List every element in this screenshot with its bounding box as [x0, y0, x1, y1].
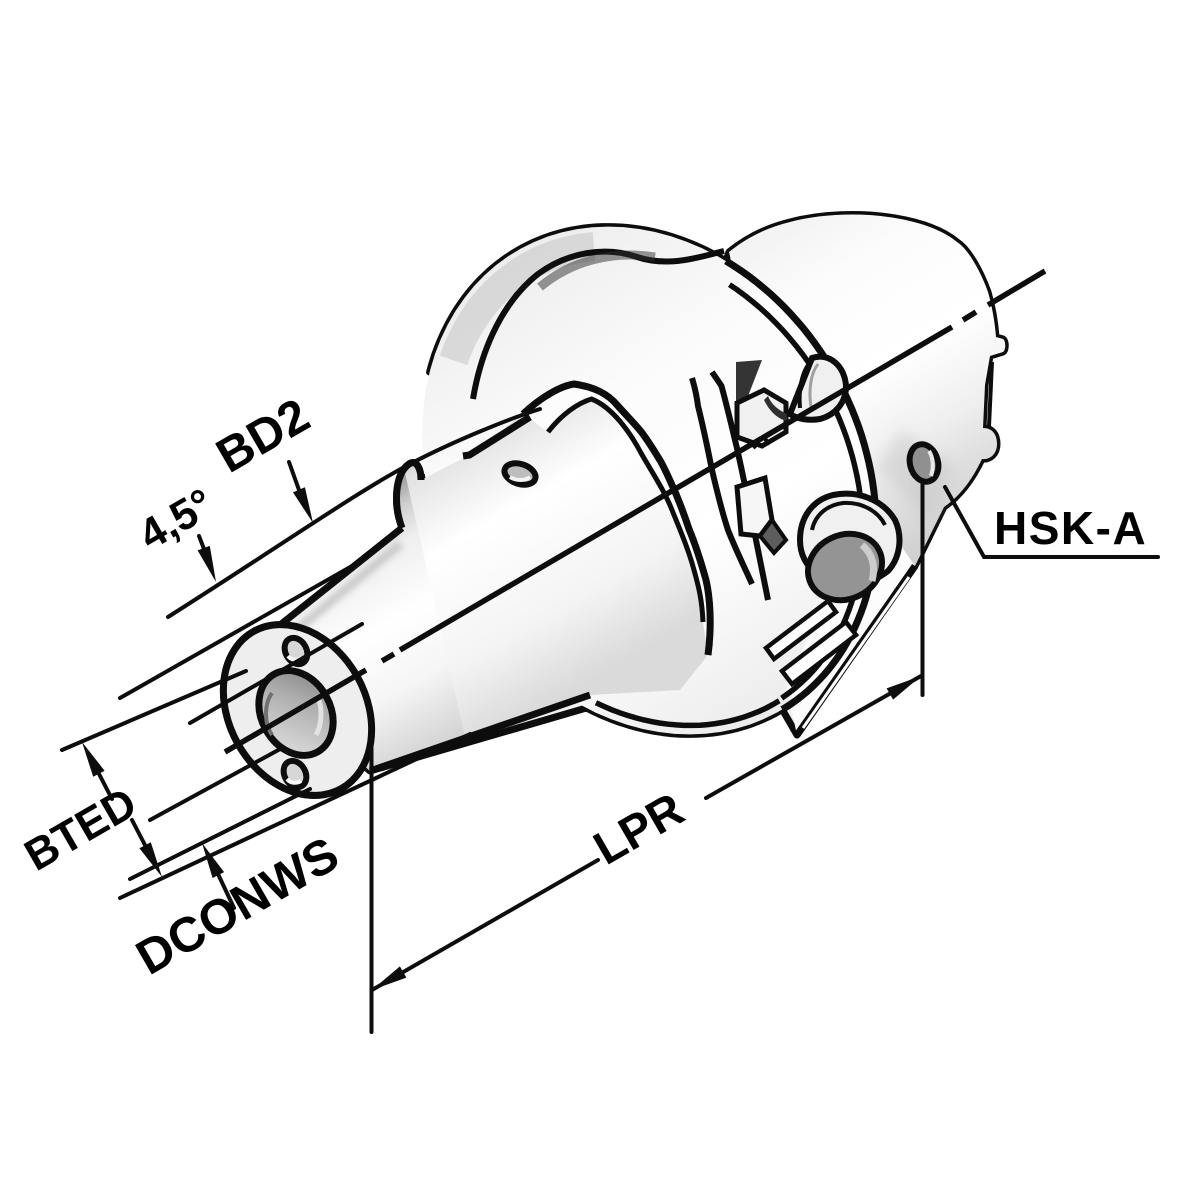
svg-text:HSK-A: HSK-A [994, 502, 1147, 554]
